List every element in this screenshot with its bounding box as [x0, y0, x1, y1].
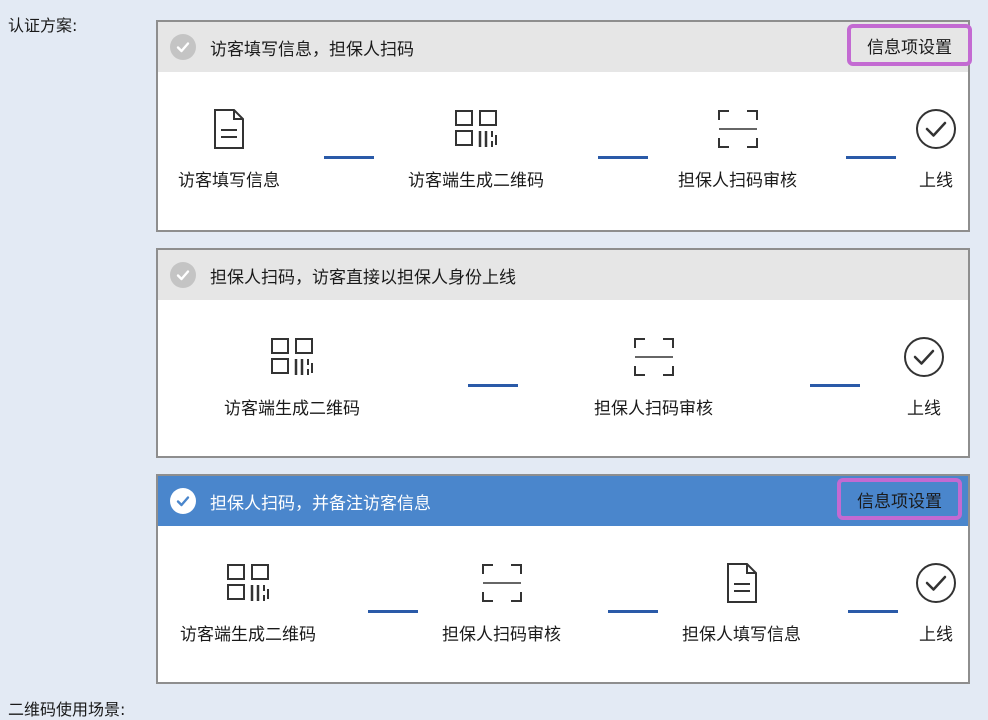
step-item: 上线: [902, 334, 946, 419]
plan-field-label: 认证方案:: [8, 16, 78, 35]
radio-check-icon[interactable]: [170, 488, 196, 514]
step-label: 访客填写信息: [178, 171, 280, 191]
step-label: 上线: [919, 625, 953, 645]
step-item: 担保人填写信息: [682, 560, 801, 645]
check-circle-icon: [914, 560, 958, 606]
step-item: 上线: [914, 560, 958, 645]
plan-card-1[interactable]: 访客填写信息，担保人扫码 信息项设置 访客填写信息 访客端生成二维码 担保人扫码…: [156, 20, 972, 232]
step-item: 担保人扫码审核: [594, 334, 713, 419]
step-item: 上线: [914, 106, 958, 191]
step-item: 访客填写信息: [178, 106, 280, 191]
check-circle-icon: [914, 106, 958, 152]
step-label: 担保人扫码审核: [442, 625, 561, 645]
scan-frame-icon: [633, 334, 675, 380]
step-item: 访客端生成二维码: [408, 106, 544, 191]
scan-frame-icon: [717, 106, 759, 152]
step-item: 担保人扫码审核: [442, 560, 561, 645]
radio-check-icon[interactable]: [170, 34, 196, 60]
document-icon: [725, 560, 759, 606]
step-label: 访客端生成二维码: [180, 625, 316, 645]
info-settings-button[interactable]: 信息项设置: [837, 478, 962, 520]
step-item: 访客端生成二维码: [224, 334, 360, 419]
step-connector: [324, 156, 374, 159]
step-connector: [468, 384, 518, 387]
step-connector: [846, 156, 896, 159]
step-connector: [848, 610, 898, 613]
check-circle-icon: [902, 334, 946, 380]
step-item: 担保人扫码审核: [678, 106, 797, 191]
step-connector: [608, 610, 658, 613]
plan-title: 担保人扫码，并备注访客信息: [210, 493, 431, 514]
step-connector: [598, 156, 648, 159]
plan-title: 担保人扫码，访客直接以担保人身份上线: [210, 267, 516, 288]
step-label: 访客端生成二维码: [408, 171, 544, 191]
plan-header[interactable]: 访客填写信息，担保人扫码 信息项设置: [158, 22, 972, 72]
step-label: 担保人扫码审核: [594, 399, 713, 419]
plan-header[interactable]: 担保人扫码，访客直接以担保人身份上线: [158, 250, 968, 300]
step-label: 担保人扫码审核: [678, 171, 797, 191]
step-connector: [368, 610, 418, 613]
scan-frame-icon: [481, 560, 523, 606]
info-settings-button[interactable]: 信息项设置: [847, 24, 972, 66]
plan-header[interactable]: 担保人扫码，并备注访客信息 信息项设置: [158, 476, 968, 526]
document-icon: [212, 106, 246, 152]
qr-code-icon: [270, 334, 314, 380]
qr-usage-label: 二维码使用场景:: [8, 700, 126, 719]
step-item: 访客端生成二维码: [180, 560, 316, 645]
step-connector: [810, 384, 860, 387]
plan-card-3[interactable]: 担保人扫码，并备注访客信息 信息项设置 访客端生成二维码 担保人扫码审核 担保人…: [156, 474, 970, 684]
step-label: 上线: [907, 399, 941, 419]
step-label: 上线: [919, 171, 953, 191]
plan-card-2[interactable]: 担保人扫码，访客直接以担保人身份上线 访客端生成二维码 担保人扫码审核 上线: [156, 248, 970, 458]
qr-code-icon: [226, 560, 270, 606]
step-label: 访客端生成二维码: [224, 399, 360, 419]
plan-title: 访客填写信息，担保人扫码: [210, 39, 414, 60]
step-label: 担保人填写信息: [682, 625, 801, 645]
radio-check-icon[interactable]: [170, 262, 196, 288]
qr-code-icon: [454, 106, 498, 152]
